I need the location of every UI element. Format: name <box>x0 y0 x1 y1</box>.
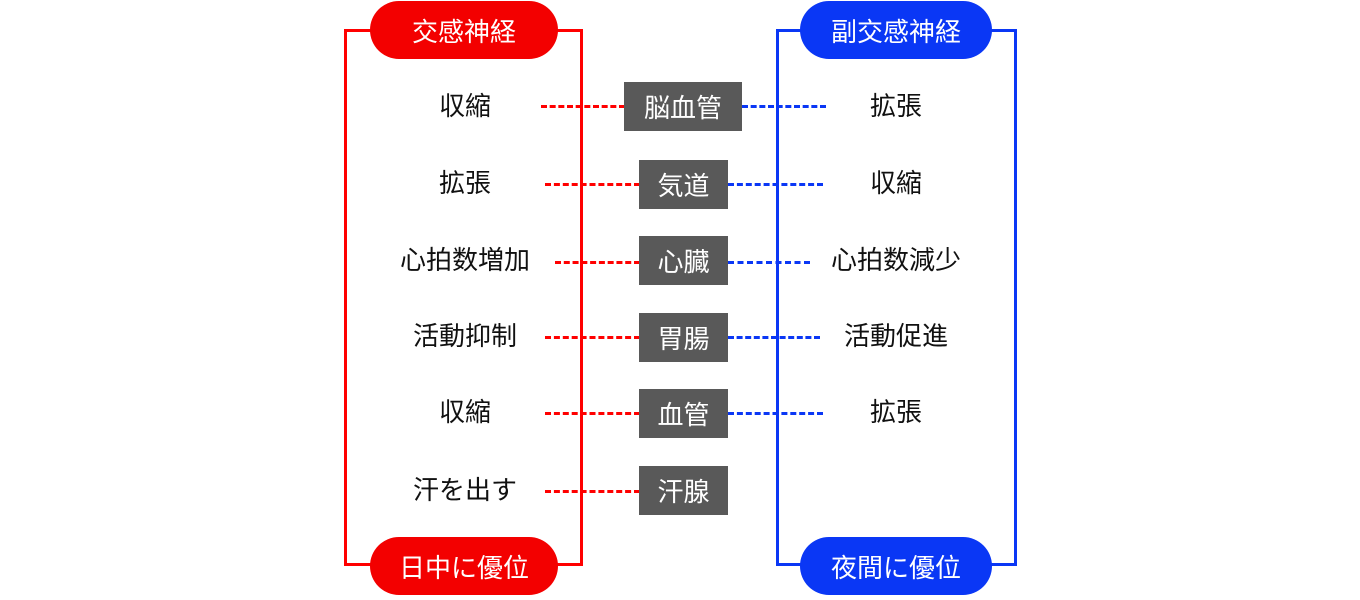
parasympathetic-connector <box>742 105 826 108</box>
sympathetic-connector <box>541 105 625 108</box>
parasympathetic-title: 副交感神経 <box>800 1 992 59</box>
sympathetic-connector <box>545 490 640 493</box>
sympathetic-effect: 汗を出す <box>412 476 517 506</box>
organ-box: 胃腸 <box>639 313 728 362</box>
parasympathetic-effect: 心拍数減少 <box>830 246 961 276</box>
organ-box: 脳血管 <box>624 82 742 131</box>
parasympathetic-effect: 収縮 <box>869 169 922 199</box>
sympathetic-effect: 拡張 <box>438 169 491 199</box>
sympathetic-connector <box>545 412 640 415</box>
parasympathetic-connector <box>728 336 820 339</box>
organ-box: 汗腺 <box>639 466 728 515</box>
organ-box: 血管 <box>639 389 728 438</box>
sympathetic-connector <box>545 183 640 186</box>
organ-box: 心臓 <box>639 236 728 285</box>
sympathetic-effect: 収縮 <box>438 398 491 428</box>
parasympathetic-effect: 活動促進 <box>843 322 948 352</box>
parasympathetic-connector <box>728 412 823 415</box>
organ-box: 気道 <box>639 160 728 209</box>
sympathetic-effect: 収縮 <box>438 92 491 122</box>
sympathetic-effect: 活動抑制 <box>412 322 517 352</box>
parasympathetic-effect: 拡張 <box>869 92 922 122</box>
parasympathetic-footer: 夜間に優位 <box>800 537 992 595</box>
sympathetic-effect: 心拍数増加 <box>399 246 530 276</box>
parasympathetic-connector <box>728 183 823 186</box>
parasympathetic-connector <box>728 261 810 264</box>
sympathetic-connector <box>545 336 640 339</box>
parasympathetic-effect: 拡張 <box>869 398 922 428</box>
sympathetic-connector <box>555 261 640 264</box>
sympathetic-footer: 日中に優位 <box>370 537 558 595</box>
sympathetic-title: 交感神経 <box>370 1 558 59</box>
